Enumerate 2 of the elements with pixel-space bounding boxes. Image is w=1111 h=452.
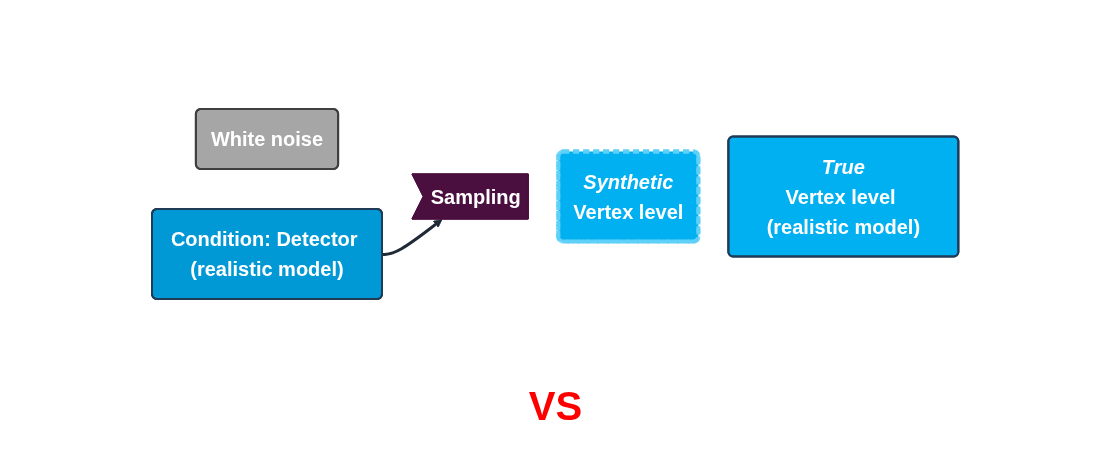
arrow bbox=[382, 218, 443, 256]
versus-text: VS bbox=[528, 383, 583, 429]
